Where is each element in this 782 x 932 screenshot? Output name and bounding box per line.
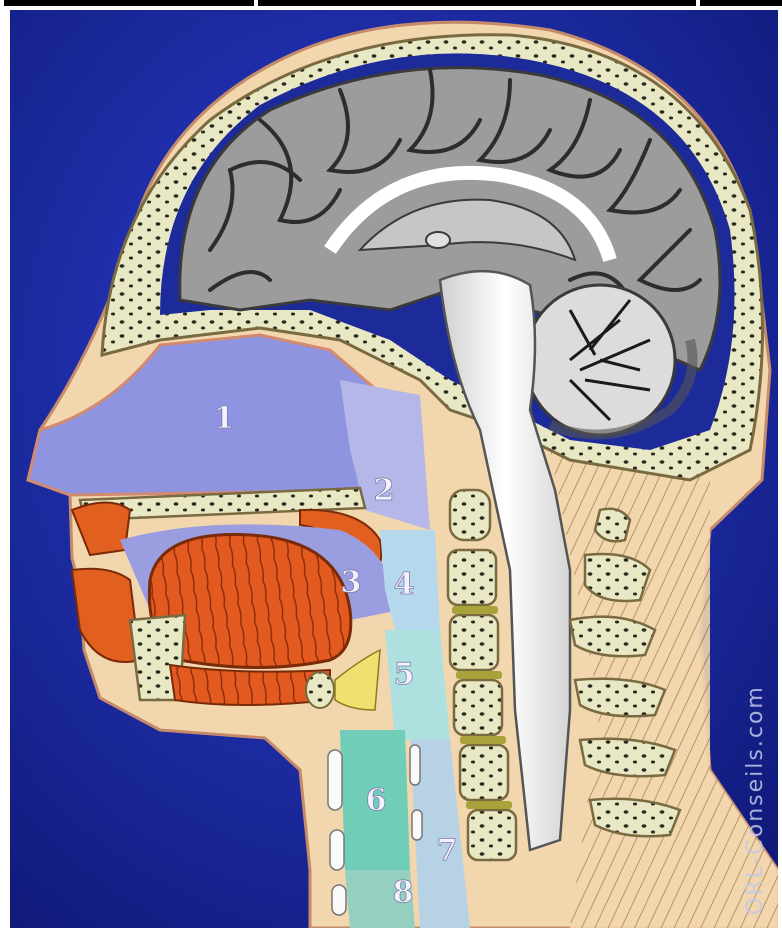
hyoid-bone xyxy=(306,672,334,708)
label-3: 3 xyxy=(341,565,362,600)
label-7: 7 xyxy=(437,833,458,868)
label-2: 2 xyxy=(374,473,395,508)
top-border xyxy=(0,0,782,10)
top-border-segment xyxy=(258,0,696,6)
label-5: 5 xyxy=(394,657,415,692)
watermark-text: ORL-Conseils.com xyxy=(743,685,768,915)
top-border-segment xyxy=(4,0,254,6)
label-4: 4 xyxy=(394,567,415,602)
sagittal-head-diagram: 1 2 3 4 5 6 7 8 ORL-Conseils.com xyxy=(10,10,778,928)
label-6: 6 xyxy=(366,783,387,818)
label-1: 1 xyxy=(214,401,235,436)
thalamus-mass xyxy=(426,232,450,248)
label-8: 8 xyxy=(393,875,414,910)
top-border-segment xyxy=(700,0,782,6)
